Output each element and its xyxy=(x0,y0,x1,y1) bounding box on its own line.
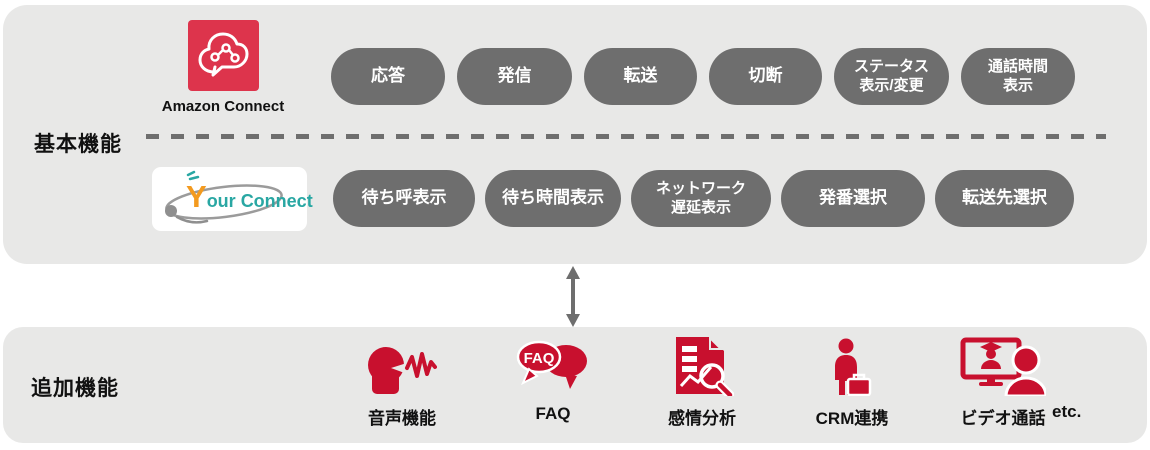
amazon-connect-label: Amazon Connect xyxy=(161,98,285,115)
your-connect-wordmark: Y our Connect xyxy=(186,181,313,212)
dashed-divider xyxy=(146,134,1106,139)
amazon-connect-block: Amazon Connect xyxy=(143,20,303,115)
feature-faq: FAQ FAQ xyxy=(478,336,628,424)
your-connect-y: Y xyxy=(186,179,207,214)
pill-call-duration-display: 通話時間 表示 xyxy=(961,48,1075,105)
feature-video-call: ビデオ通話 xyxy=(928,336,1078,429)
video-call-icon xyxy=(960,337,1046,396)
sentiment-analysis-icon xyxy=(676,336,734,396)
faq-icon: FAQ xyxy=(516,340,587,389)
pill-transfer: 転送 xyxy=(584,48,697,105)
amazon-connect-icon xyxy=(187,20,259,91)
additional-functions-label: 追加機能 xyxy=(31,377,119,400)
additional-functions-panel: 追加機能 xyxy=(3,327,1147,443)
pill-outbound-number-select: 発番選択 xyxy=(781,170,925,227)
basic-functions-label: 基本機能 xyxy=(34,133,122,156)
pill-outbound-call: 発信 xyxy=(457,48,572,105)
feature-label-video: ビデオ通話 xyxy=(960,409,1046,428)
your-connect-our: our xyxy=(206,191,236,211)
pill-answer: 応答 xyxy=(331,48,445,105)
basic-row-yourconnect-pills: 待ち呼表示 待ち時間表示 ネットワーク 遅延表示 発番選択 転送先選択 xyxy=(333,170,1074,227)
pill-disconnect: 切断 xyxy=(709,48,822,105)
voice-function-icon xyxy=(368,347,437,394)
feature-label-crm: CRM連携 xyxy=(815,409,889,428)
faq-bubble-text: FAQ xyxy=(524,350,555,367)
feature-label-faq: FAQ xyxy=(535,404,571,423)
pill-wait-time-display: 待ち時間表示 xyxy=(485,170,621,227)
pill-status-display-change: ステータス 表示/変更 xyxy=(834,48,949,105)
your-connect-connect: Connect xyxy=(240,191,313,211)
pill-transfer-destination-select: 転送先選択 xyxy=(935,170,1074,227)
etc-label: etc. xyxy=(1052,402,1082,421)
feature-voice: 音声機能 xyxy=(327,336,477,429)
feature-crm: CRM連携 xyxy=(777,336,927,429)
basic-row-amazon-pills: 応答 発信 転送 切断 ステータス 表示/変更 通話時間 表示 xyxy=(331,48,1075,105)
headset-swoosh-icon xyxy=(165,170,283,224)
feature-label-sentiment: 感情分析 xyxy=(668,409,736,428)
bidirectional-arrow-icon xyxy=(566,266,580,327)
feature-sentiment-analysis: 感情分析 xyxy=(627,336,777,429)
your-connect-logo: Y our Connect xyxy=(152,167,313,231)
feature-label-voice: 音声機能 xyxy=(368,409,436,428)
crm-link-icon xyxy=(835,338,872,396)
pill-queued-calls-display: 待ち呼表示 xyxy=(333,170,475,227)
pill-network-latency-display: ネットワーク 遅延表示 xyxy=(631,170,771,227)
